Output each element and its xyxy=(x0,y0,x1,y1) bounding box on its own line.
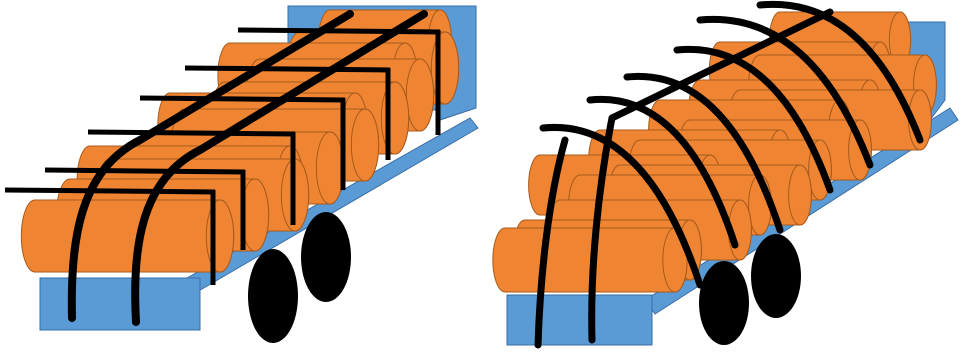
wheel-front xyxy=(301,212,351,302)
bolster-bar xyxy=(45,170,245,172)
log-end xyxy=(789,165,812,225)
bolster-bar xyxy=(238,30,440,32)
bolster-bar xyxy=(140,98,345,100)
wheel-rear xyxy=(248,249,298,343)
log-end xyxy=(381,82,408,154)
log-end xyxy=(316,132,343,204)
rear-bumper xyxy=(40,278,200,330)
rear-bumper xyxy=(507,295,652,345)
log-truck-flat-stakes xyxy=(5,6,478,343)
wheel-front xyxy=(751,234,801,318)
log-end xyxy=(431,32,458,104)
bolster-bar xyxy=(5,190,215,192)
log-truck-curved-straps xyxy=(493,4,958,345)
bolster-bar xyxy=(185,68,390,70)
wheel-rear xyxy=(699,261,749,345)
log-end xyxy=(351,109,378,181)
log xyxy=(21,200,233,272)
log-end xyxy=(406,59,433,131)
log-end xyxy=(206,200,233,272)
bolster-bar xyxy=(88,132,295,134)
log-body xyxy=(21,200,233,272)
